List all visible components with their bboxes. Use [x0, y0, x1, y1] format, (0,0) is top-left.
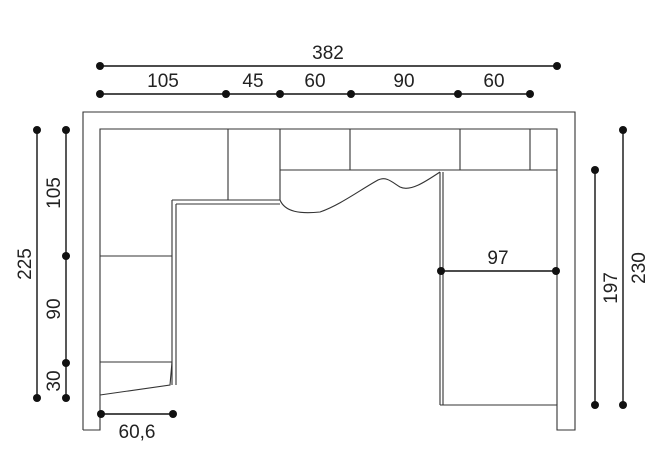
sofa-outline [82, 111, 576, 431]
dim-right-outer: 230 [619, 126, 650, 409]
label-right-inner: 197 [601, 272, 622, 304]
dim-segments: 105 45 60 90 60 [96, 71, 534, 98]
label-segment-2: 45 [242, 71, 263, 92]
label-left-outer: 225 [15, 248, 36, 280]
label-left-inner-3: 30 [44, 370, 65, 391]
label-left-inner-2: 90 [44, 298, 65, 319]
label-segment-3: 60 [304, 71, 325, 92]
label-segment-1: 105 [147, 71, 179, 92]
dim-left-outer: 225 [15, 126, 41, 402]
dim-total-width: 382 [96, 43, 561, 70]
dim-bottom-depth: 60,6 [97, 410, 177, 443]
dim-right-inner: 197 [591, 166, 622, 409]
label-total-width: 382 [312, 43, 344, 64]
label-chaise-width: 97 [487, 248, 508, 269]
label-bottom-depth: 60,6 [119, 422, 156, 443]
label-left-inner-1: 105 [44, 177, 65, 209]
label-segment-5: 60 [483, 71, 504, 92]
label-right-outer: 230 [629, 252, 650, 284]
dim-left-inner: 105 90 30 [44, 126, 70, 402]
label-segment-4: 90 [393, 71, 414, 92]
dim-chaise-width: 97 [437, 248, 560, 275]
